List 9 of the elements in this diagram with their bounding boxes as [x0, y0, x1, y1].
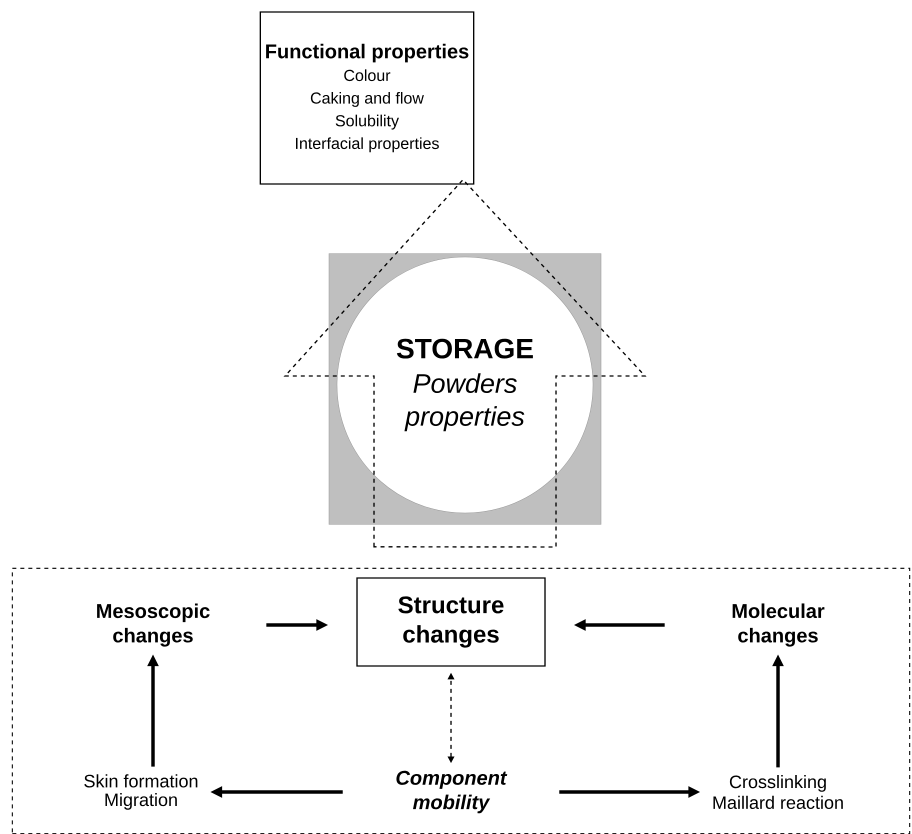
node-label: Crosslinking Maillard reaction: [713, 775, 843, 809]
node-label: Skin formation Migration: [84, 774, 198, 810]
process-box: Structure changes: [356, 577, 546, 667]
block-arrow: [284, 178, 647, 548]
dashed-region: [12, 568, 910, 834]
node-label: Mesoscopic changes: [97, 603, 210, 647]
properties-box: Functional properties Colour Caking and flow Solubility Interfacial properties: [260, 11, 474, 185]
node-label: Molecular changes: [732, 603, 824, 647]
node-label: Component mobility: [396, 770, 508, 814]
